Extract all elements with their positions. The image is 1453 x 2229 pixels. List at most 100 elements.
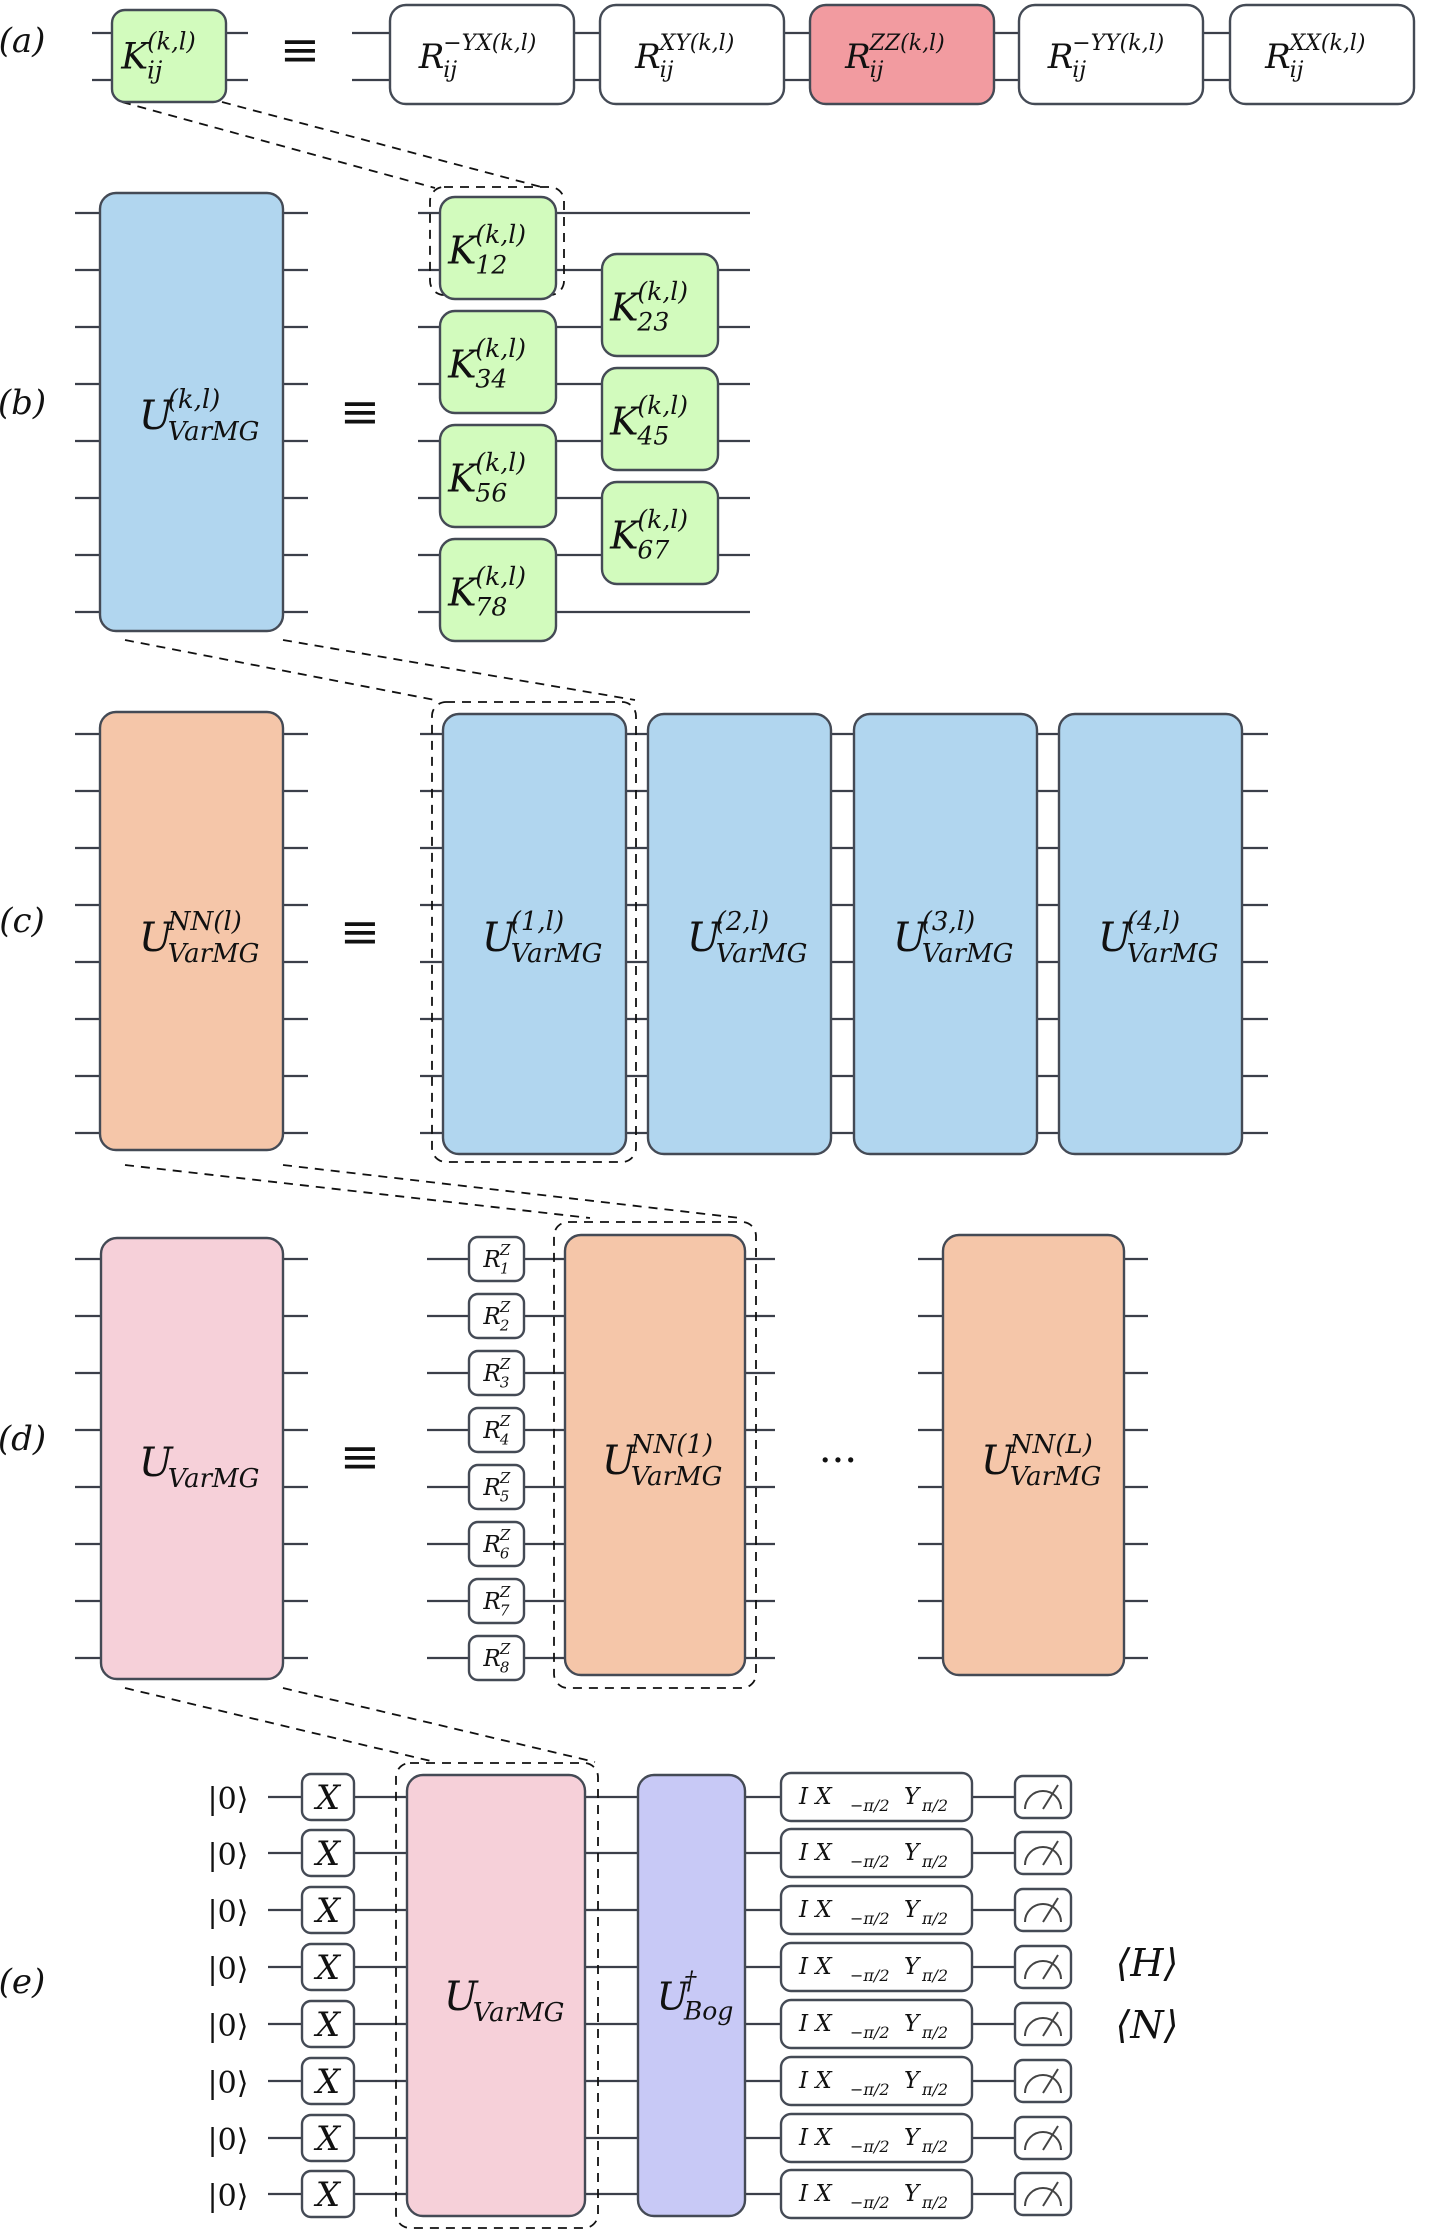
basis-y-sub: π/2 bbox=[921, 1966, 948, 1985]
varmg-block-c-2-label: U(2,l)VarMG bbox=[687, 907, 808, 969]
bogoliubov-block-e-label-sub: Bog bbox=[683, 1997, 733, 2026]
full-block-e-label-base: U bbox=[444, 1974, 479, 2020]
panel-label-e: (e) bbox=[0, 1962, 45, 2002]
highlight-k12 bbox=[429, 186, 565, 296]
rz-gate-2-label-sub: 2 bbox=[499, 1316, 510, 1334]
rz-gate-7 bbox=[467, 1577, 526, 1625]
panel-label-c: (c) bbox=[0, 901, 45, 941]
ket-zero-7: |0⟩ bbox=[208, 2123, 249, 2158]
x-gate-5-label: X bbox=[313, 2005, 342, 2045]
panel-label-b: (b) bbox=[0, 383, 46, 423]
full-block-d-label-sub: VarMG bbox=[168, 1464, 260, 1494]
basis-y: Y bbox=[904, 2125, 922, 2151]
x-gate-1 bbox=[300, 1772, 356, 1822]
varmg-block-c-3-label-sub: VarMG bbox=[922, 939, 1014, 969]
k-gate-b-56-label-sub: 56 bbox=[475, 479, 507, 508]
connector-a-b-left bbox=[121, 101, 436, 189]
basis-gate-8 bbox=[779, 2168, 974, 2220]
bogoliubov-block-e-label-sup: † bbox=[684, 1966, 697, 1995]
equiv-b: ≡ bbox=[340, 384, 380, 440]
basis-y: Y bbox=[904, 2181, 922, 2207]
rz-gate-2-label-sup: Z bbox=[499, 1298, 511, 1316]
rz-gate-1-label-sub: 1 bbox=[500, 1259, 510, 1277]
rz-gate-6 bbox=[467, 1520, 526, 1568]
nn-block-c-label-sup: NN(l) bbox=[167, 907, 242, 937]
k-gate-b-56-label-sup: (k,l) bbox=[475, 448, 526, 477]
varmg-block-c-1-label-sub: VarMG bbox=[511, 939, 603, 969]
basis-y-sub: π/2 bbox=[921, 2193, 948, 2212]
k-gate-b-34-label-base: K bbox=[447, 342, 479, 386]
varmg-block-c-2-label-sub: VarMG bbox=[716, 939, 808, 969]
basis-x-sub: −π/2 bbox=[850, 1796, 890, 1815]
zoom-connector-layer bbox=[121, 101, 757, 2229]
varmg-block-c-2-label-base: U bbox=[687, 915, 722, 961]
basis-y-sub: π/2 bbox=[921, 1852, 948, 1871]
basis-text: I X bbox=[798, 1840, 833, 1866]
k-gate-b-45-label-sup: (k,l) bbox=[637, 391, 688, 420]
r-gate-a-5 bbox=[1228, 3, 1416, 106]
rz-gate-4 bbox=[467, 1406, 526, 1454]
x-gate-3-label: X bbox=[313, 1891, 342, 1931]
measurement-meter-icon bbox=[1013, 2001, 1073, 2047]
rz-gate-5-label-sup: Z bbox=[499, 1469, 511, 1487]
basis-y-sub: π/2 bbox=[921, 1796, 948, 1815]
bogoliubov-block-e bbox=[636, 1773, 747, 2218]
basis-y: Y bbox=[904, 1954, 922, 1980]
x-gate-3 bbox=[300, 1885, 356, 1935]
rz-gate-8-label-base: R bbox=[482, 1646, 500, 1672]
k-gate-a-label-sub: ij bbox=[147, 56, 163, 84]
basis-y: Y bbox=[904, 2068, 922, 2094]
ket-zero-6: |0⟩ bbox=[208, 2066, 249, 2101]
rz-gate-4-label-sup: Z bbox=[499, 1412, 511, 1430]
rz-gate-3-label-sub: 3 bbox=[500, 1373, 510, 1391]
full-block-d bbox=[99, 1236, 285, 1681]
nn-block-d-1-label: UNN(1)VarMG bbox=[602, 1430, 723, 1492]
x-gate-6-label: X bbox=[313, 2062, 342, 2102]
r-gate-a-5-label-sub: ij bbox=[1290, 58, 1304, 83]
k-gate-b-34-label-sub: 34 bbox=[475, 365, 507, 394]
varmg-block-c-1-label: U(1,l)VarMG bbox=[482, 907, 603, 969]
r-gate-a-4-label-sub: ij bbox=[1072, 58, 1086, 83]
k-gate-b-23-label-base: K bbox=[609, 285, 641, 329]
rz-gate-8 bbox=[467, 1634, 526, 1682]
connector-b-c-left bbox=[124, 639, 436, 701]
basis-y: Y bbox=[904, 1840, 922, 1866]
k-gate-b-78-label-base: K bbox=[447, 570, 479, 614]
gate-layer bbox=[98, 3, 1416, 2220]
k-gate-b-12 bbox=[438, 195, 558, 301]
k-gate-b-67-label-sup: (k,l) bbox=[637, 505, 688, 534]
x-gate-6 bbox=[300, 2056, 356, 2106]
r-gate-a-1-label-base: R bbox=[418, 37, 445, 77]
connector-d-e-right bbox=[282, 1687, 596, 1763]
x-gate-8 bbox=[300, 2169, 356, 2219]
k-gate-b-56 bbox=[438, 423, 558, 529]
k-gate-b-23-label: K(k,l)23 bbox=[609, 277, 688, 336]
basis-x-sub: −π/2 bbox=[850, 1852, 890, 1871]
rz-gate-6-label-sup: Z bbox=[499, 1526, 511, 1544]
basis-x-sub: −π/2 bbox=[850, 2080, 890, 2099]
nn-block-d-L-label: UNN(L)VarMG bbox=[981, 1430, 1102, 1492]
x-gate-5 bbox=[300, 1999, 356, 2049]
varmg-block-c-1-label-sup: (1,l) bbox=[511, 907, 564, 937]
rz-gate-2 bbox=[467, 1292, 526, 1340]
k-gate-b-12-label-base: K bbox=[447, 228, 479, 272]
panel-label-a: (a) bbox=[0, 21, 45, 61]
rz-gate-3-label-sup: Z bbox=[499, 1355, 511, 1373]
equiv-d: ≡ bbox=[340, 1429, 380, 1485]
ket-zero-3: |0⟩ bbox=[208, 1895, 249, 1930]
k-gate-b-67-label-base: K bbox=[609, 513, 641, 557]
varmg-block-c-3 bbox=[852, 712, 1039, 1156]
nn-block-d-L-label-sup: NN(L) bbox=[1009, 1430, 1093, 1460]
nn-block-d-1-label-sub: VarMG bbox=[631, 1462, 723, 1492]
rz-gate-7-label-base: R bbox=[482, 1589, 500, 1615]
nn-block-c-label: UNN(l)VarMG bbox=[139, 907, 260, 969]
full-block-e bbox=[405, 1773, 587, 2218]
varmg-block-c-2-label-sup: (2,l) bbox=[716, 907, 769, 937]
ket-zero-8: |0⟩ bbox=[208, 2179, 249, 2214]
